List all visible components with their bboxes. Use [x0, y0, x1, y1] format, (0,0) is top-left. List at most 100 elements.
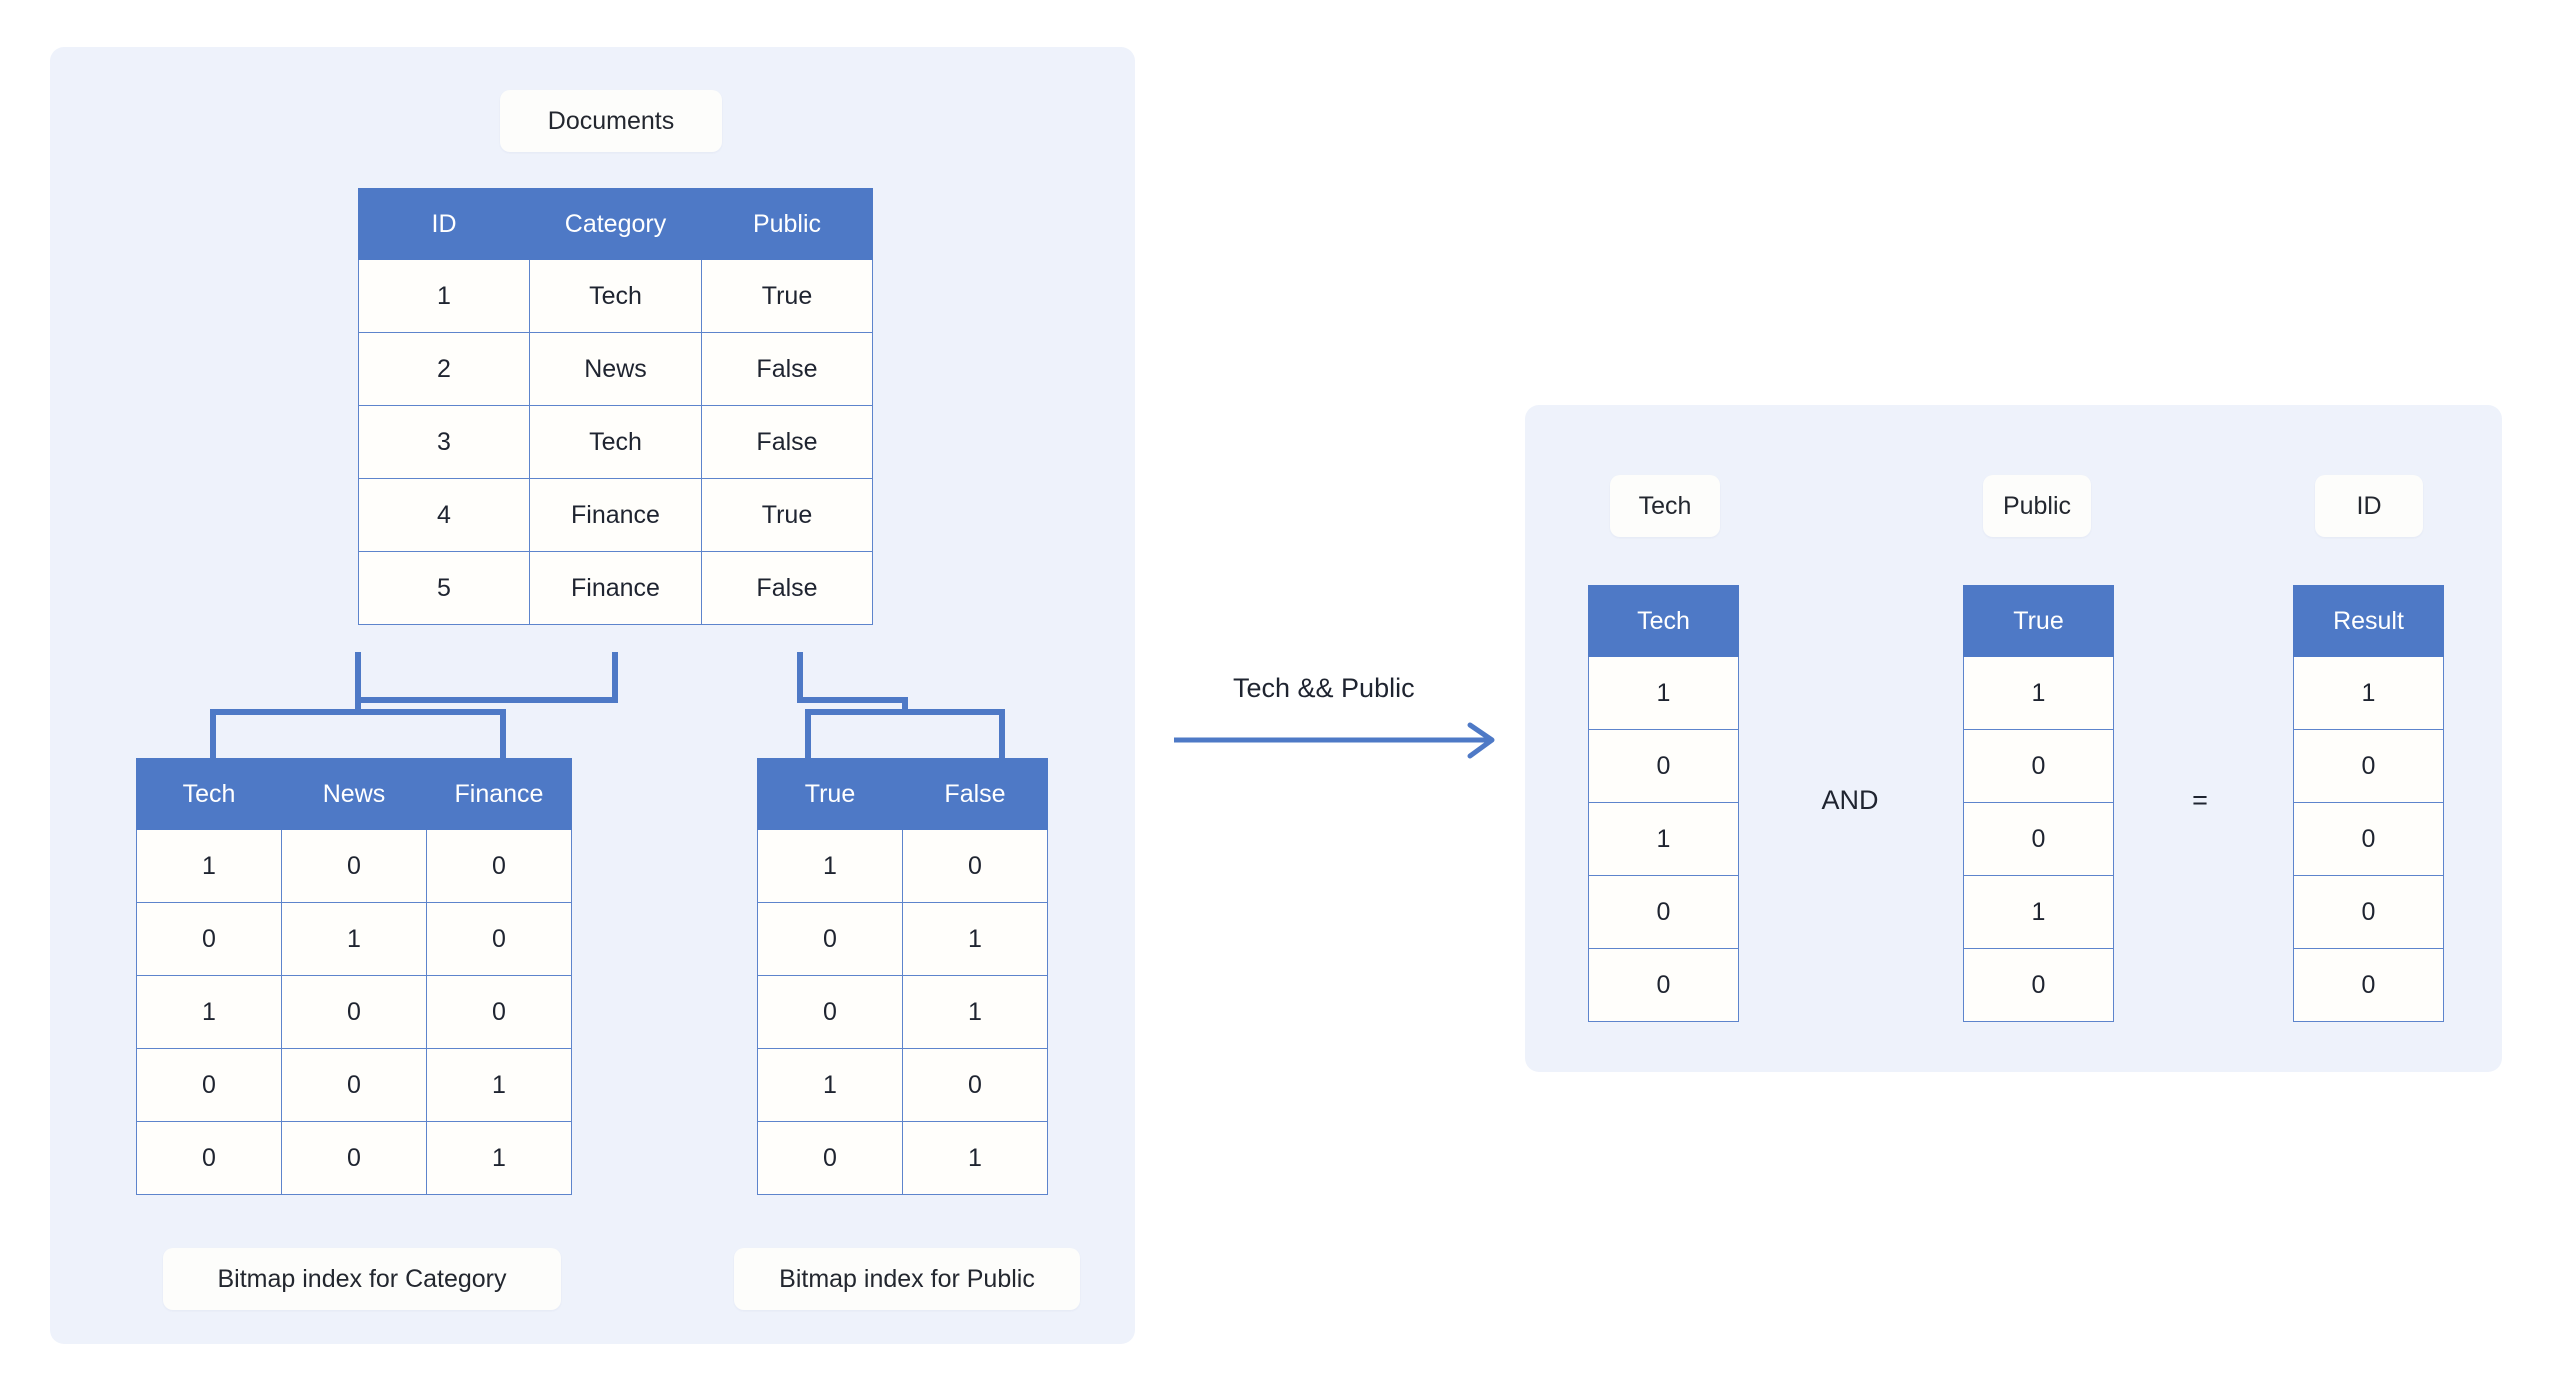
bit-cell: 1: [281, 902, 427, 976]
table-row: 0 1: [757, 975, 1048, 1049]
cell-category: News: [529, 332, 702, 406]
column-header-id: ID: [358, 188, 530, 260]
bit-cell: 0: [902, 829, 1048, 903]
table-row: 1: [1963, 656, 2114, 730]
column-header-true: True: [1963, 585, 2114, 657]
transition-arrow: [1174, 722, 1495, 759]
bit-cell: 0: [2293, 875, 2444, 949]
bit-cell: 1: [1963, 656, 2114, 730]
operand-b-table: True 1 0 0 1 0: [1963, 585, 2114, 1022]
table-row: 1 0 0: [136, 829, 572, 903]
cell-public: True: [701, 478, 873, 552]
query-expression-label: Tech && Public: [1233, 673, 1415, 703]
table-row: 0: [2293, 875, 2444, 949]
bit-cell: 0: [426, 829, 572, 903]
cell-id: 3: [358, 405, 530, 479]
bit-cell: 1: [426, 1121, 572, 1195]
bit-cell: 0: [757, 1121, 903, 1195]
table-header-row: Tech: [1588, 585, 1739, 657]
equals-operator-label: =: [2192, 784, 2208, 815]
public-bitmap-caption: Bitmap index for Public: [734, 1248, 1080, 1310]
table-row: 0: [1963, 729, 2114, 803]
table-row: 0: [2293, 729, 2444, 803]
category-bitmap-table: Tech News Finance 1 0 0 0 1 0 1 0 0 0 0 …: [136, 758, 572, 1195]
bit-cell: 1: [426, 1048, 572, 1122]
column-header-true: True: [757, 758, 903, 830]
bit-cell: 0: [2293, 729, 2444, 803]
bit-cell: 0: [2293, 948, 2444, 1022]
bit-cell: 0: [1588, 875, 1739, 949]
table-row: 0: [1963, 802, 2114, 876]
bit-cell: 1: [2293, 656, 2444, 730]
bit-cell: 1: [757, 829, 903, 903]
table-row: 1 0: [757, 829, 1048, 903]
table-row: 0 1: [757, 1121, 1048, 1195]
table-header-row: Tech News Finance: [136, 758, 572, 830]
bit-cell: 0: [1588, 729, 1739, 803]
and-operator-label: AND: [1821, 784, 1879, 815]
table-row: 0: [1588, 875, 1739, 949]
cell-public: False: [701, 405, 873, 479]
bit-cell: 0: [281, 829, 427, 903]
cell-id: 5: [358, 551, 530, 625]
documents-chip: Documents: [500, 90, 722, 152]
cell-public: True: [701, 259, 873, 333]
column-header-news: News: [281, 758, 427, 830]
table-row: 1 0: [757, 1048, 1048, 1122]
bit-cell: 0: [136, 1048, 282, 1122]
column-header-false: False: [902, 758, 1048, 830]
column-header-tech: Tech: [136, 758, 282, 830]
bit-cell: 1: [1963, 875, 2114, 949]
operand-a-chip: Tech: [1610, 475, 1720, 537]
bit-cell: 1: [136, 975, 282, 1049]
documents-table: ID Category Public 1 Tech True 2 News Fa…: [358, 188, 873, 625]
table-row: 0: [1588, 729, 1739, 803]
table-header-row: ID Category Public: [358, 188, 873, 260]
table-row: 1 0 0: [136, 975, 572, 1049]
table-row: 3 Tech False: [358, 405, 873, 479]
cell-category: Finance: [529, 478, 702, 552]
table-row: 0 1: [757, 902, 1048, 976]
table-header-row: Result: [2293, 585, 2444, 657]
bit-cell: 0: [281, 975, 427, 1049]
column-header-tech: Tech: [1588, 585, 1739, 657]
result-chip: ID: [2315, 475, 2423, 537]
table-row: 2 News False: [358, 332, 873, 406]
bit-cell: 0: [281, 1121, 427, 1195]
cell-category: Finance: [529, 551, 702, 625]
table-row: 1 Tech True: [358, 259, 873, 333]
bit-cell: 1: [757, 1048, 903, 1122]
table-row: 0: [1588, 948, 1739, 1022]
cell-id: 1: [358, 259, 530, 333]
bit-cell: 0: [281, 1048, 427, 1122]
column-header-finance: Finance: [426, 758, 572, 830]
category-bitmap-caption: Bitmap index for Category: [163, 1248, 561, 1310]
table-row: 0: [2293, 802, 2444, 876]
cell-category: Tech: [529, 259, 702, 333]
table-row: 1: [1588, 656, 1739, 730]
table-row: 4 Finance True: [358, 478, 873, 552]
bit-cell: 0: [1963, 948, 2114, 1022]
cell-public: False: [701, 332, 873, 406]
bit-cell: 1: [902, 902, 1048, 976]
bit-cell: 0: [426, 975, 572, 1049]
bit-cell: 0: [136, 1121, 282, 1195]
column-header-result: Result: [2293, 585, 2444, 657]
result-table: Result 1 0 0 0 0: [2293, 585, 2444, 1022]
bit-cell: 0: [902, 1048, 1048, 1122]
column-header-category: Category: [529, 188, 702, 260]
bit-cell: 0: [1588, 948, 1739, 1022]
bit-cell: 0: [757, 902, 903, 976]
table-header-row: True False: [757, 758, 1048, 830]
bit-cell: 0: [1963, 729, 2114, 803]
table-row: 0 0 1: [136, 1048, 572, 1122]
bit-cell: 1: [902, 975, 1048, 1049]
cell-id: 2: [358, 332, 530, 406]
bit-cell: 1: [902, 1121, 1048, 1195]
table-row: 1: [2293, 656, 2444, 730]
table-row: 0 0 1: [136, 1121, 572, 1195]
operand-b-chip: Public: [1983, 475, 2091, 537]
bit-cell: 0: [136, 902, 282, 976]
public-bitmap-table: True False 1 0 0 1 0 1 1 0 0 1: [757, 758, 1048, 1195]
table-row: 0 1 0: [136, 902, 572, 976]
